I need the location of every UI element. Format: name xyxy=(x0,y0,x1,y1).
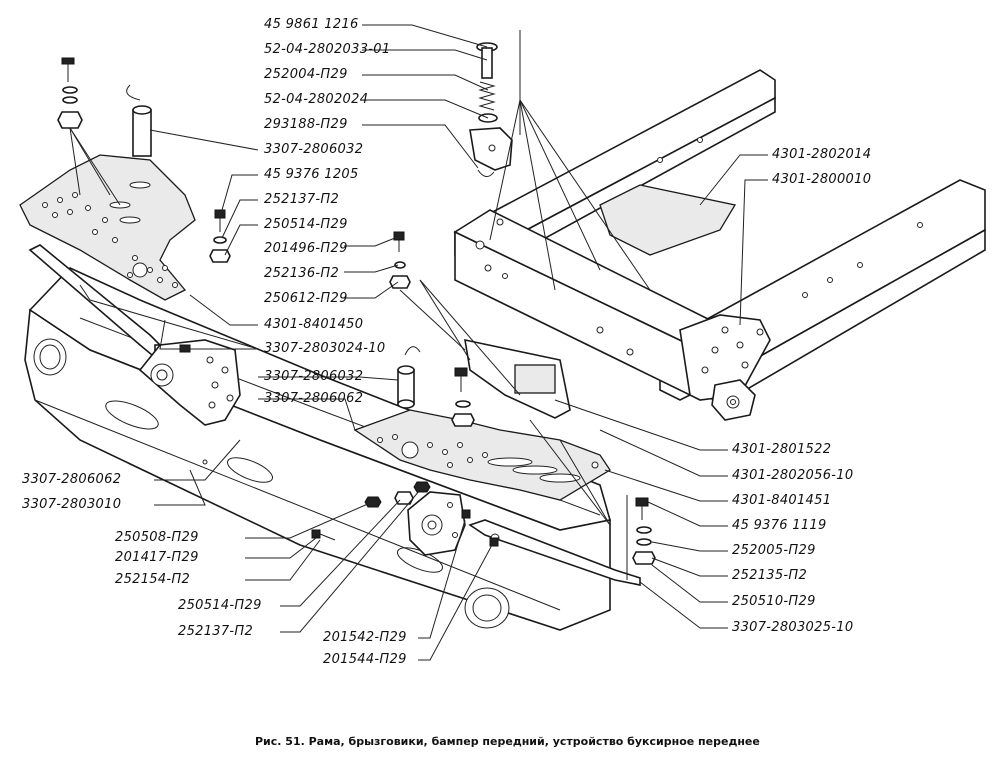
label-3307-2803024-10: 3307-2803024-10 xyxy=(264,341,386,356)
pin-3307-2806032 xyxy=(397,346,421,409)
label-3307-2806062-left: 3307-2806062 xyxy=(22,472,122,487)
leader-lines xyxy=(69,24,768,661)
label-252136-p2: 252136-П2 xyxy=(264,266,340,281)
label-250514-p29-upper: 250514-П29 xyxy=(264,217,348,232)
label-293188-p29: 293188-П29 xyxy=(264,117,348,132)
label-4301-2801522: 4301-2801522 xyxy=(732,442,832,457)
bolt-stack-201496 xyxy=(389,231,411,289)
label-3307-2806032-top: 3307-2806032 xyxy=(264,142,364,157)
label-4301-8401451: 4301-8401451 xyxy=(732,493,832,508)
label-201417-p29: 201417-П29 xyxy=(115,550,199,565)
figure-caption: Рис. 51. Рама, брызговики, бампер передн… xyxy=(255,735,760,748)
label-3307-2803010: 3307-2803010 xyxy=(22,497,122,512)
label-4301-2800010: 4301-2800010 xyxy=(772,172,872,187)
label-3307-2803025-10: 3307-2803025-10 xyxy=(732,620,854,635)
label-252137-p2-upper: 252137-П2 xyxy=(264,192,340,207)
label-45-9376-1205: 45 9376 1205 xyxy=(264,167,359,182)
label-4301-8401450: 4301-8401450 xyxy=(264,317,364,332)
tow-hook-assembly xyxy=(469,42,513,177)
label-3307-2806062-mid: 3307-2806062 xyxy=(264,391,364,406)
label-201544-p29: 201544-П29 xyxy=(323,652,407,667)
label-252154-p2: 252154-П2 xyxy=(115,572,191,587)
tow-eye-right xyxy=(311,481,499,556)
label-45-9376-1119: 45 9376 1119 xyxy=(732,518,827,533)
label-250508-p29: 250508-П29 xyxy=(115,530,199,545)
label-250612-p29: 250612-П29 xyxy=(264,291,348,306)
label-201542-p29: 201542-П29 xyxy=(323,630,407,645)
label-4301-2802014: 4301-2802014 xyxy=(772,147,872,162)
label-250514-p29-lower: 250514-П29 xyxy=(178,598,262,613)
bolt-stack-45-9376-1119 xyxy=(626,495,656,580)
label-52-04-2802024: 52-04-2802024 xyxy=(264,92,369,107)
label-252005-p29: 252005-П29 xyxy=(732,543,816,558)
splash-shield-4301-2802014 xyxy=(599,184,737,256)
label-252004-p29: 252004-П29 xyxy=(264,67,348,82)
label-45-9861-1216: 45 9861 1216 xyxy=(264,17,359,32)
label-252137-p2-lower: 252137-П2 xyxy=(178,624,254,639)
label-52-04-2802033-01: 52-04-2802033-01 xyxy=(264,42,391,57)
bracket-4301-2801522 xyxy=(464,338,571,419)
label-252135-p2: 252135-П2 xyxy=(732,568,808,583)
label-4301-2802056-10: 4301-2802056-10 xyxy=(732,468,854,483)
label-250510-p29: 250510-П29 xyxy=(732,594,816,609)
mudguard-4301-8401450 xyxy=(19,57,231,301)
label-201496-p29: 201496-П29 xyxy=(264,241,348,256)
label-3307-2806032-mid: 3307-2806032 xyxy=(264,369,364,384)
frame-4301-2800010 xyxy=(453,69,986,421)
mudguard-4301-8401451 xyxy=(353,367,611,501)
